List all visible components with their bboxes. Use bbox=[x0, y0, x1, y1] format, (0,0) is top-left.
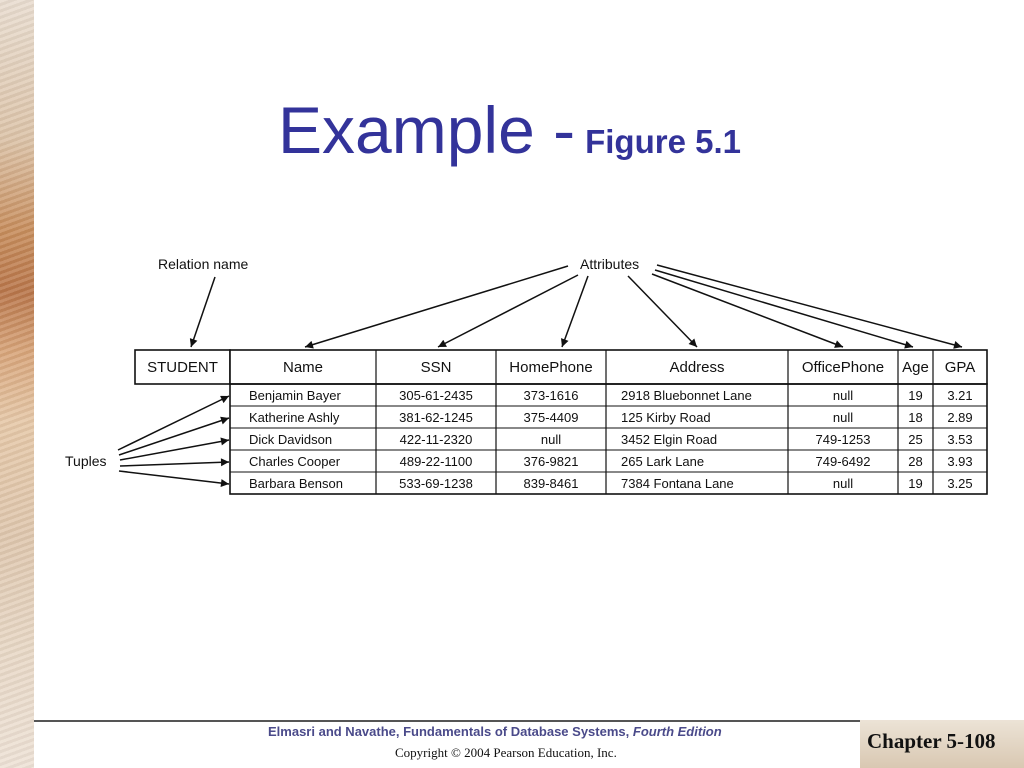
decorative-side-image bbox=[0, 0, 34, 768]
table-row: Dick Davidson 422-11-2320 null 3452 Elgi… bbox=[249, 432, 973, 447]
column-header-homephone: HomePhone bbox=[509, 359, 592, 376]
chapter-badge: Chapter 5-108 bbox=[860, 720, 1024, 768]
cell-gpa: 3.25 bbox=[947, 476, 972, 491]
cell-officephone: null bbox=[833, 388, 853, 403]
cell-age: 25 bbox=[908, 432, 922, 447]
cell-address: 2918 Bluebonnet Lane bbox=[621, 388, 752, 403]
cell-officephone: null bbox=[833, 476, 853, 491]
tuple-arrows bbox=[117, 395, 230, 488]
cell-officephone: 749-6492 bbox=[816, 454, 871, 469]
cell-homephone: 375-4409 bbox=[524, 410, 579, 425]
slide-title-figure: Figure 5.1 bbox=[585, 123, 741, 160]
cell-address: 265 Lark Lane bbox=[621, 454, 704, 469]
cell-ssn: 305-61-2435 bbox=[399, 388, 473, 403]
cell-name: Katherine Ashly bbox=[249, 410, 340, 425]
footer-book-title: Elmasri and Navathe, Fundamentals of Dat… bbox=[268, 724, 630, 739]
table-header-row: Name SSN HomePhone Address OfficePhone A… bbox=[229, 349, 988, 385]
cell-address: 125 Kirby Road bbox=[621, 410, 711, 425]
cell-ssn: 422-11-2320 bbox=[400, 432, 473, 447]
cell-name: Dick Davidson bbox=[249, 432, 332, 447]
cell-gpa: 2.89 bbox=[947, 410, 972, 425]
cell-gpa: 3.53 bbox=[947, 432, 972, 447]
cell-age: 28 bbox=[908, 454, 922, 469]
cell-name: Barbara Benson bbox=[249, 476, 343, 491]
column-header-gpa: GPA bbox=[945, 359, 976, 376]
cell-officephone: 749-1253 bbox=[816, 432, 871, 447]
cell-ssn: 489-22-1100 bbox=[400, 454, 473, 469]
table-row: Katherine Ashly 381-62-1245 375-4409 125… bbox=[249, 410, 973, 425]
relation-name-cell: STUDENT bbox=[147, 359, 218, 376]
footer-copyright: Copyright © 2004 Pearson Education, Inc. bbox=[395, 745, 617, 760]
attribute-arrows bbox=[304, 264, 963, 349]
cell-officephone: null bbox=[833, 410, 853, 425]
footer-edition: Fourth Edition bbox=[632, 724, 722, 739]
relation-name-label: Relation name bbox=[158, 256, 248, 272]
cell-homephone: 839-8461 bbox=[524, 476, 579, 491]
cell-address: 3452 Elgin Road bbox=[621, 432, 717, 447]
tuples-label: Tuples bbox=[65, 453, 107, 469]
column-header-age: Age bbox=[902, 359, 929, 376]
relation-name-arrow bbox=[189, 276, 216, 348]
cell-address: 7384 Fontana Lane bbox=[621, 476, 734, 491]
column-header-officephone: OfficePhone bbox=[802, 359, 884, 376]
cell-name: Charles Cooper bbox=[249, 454, 341, 469]
cell-homephone: 373-1616 bbox=[524, 388, 579, 403]
table-body-grid bbox=[229, 383, 988, 495]
table-row: Benjamin Bayer 305-61-2435 373-1616 2918… bbox=[249, 388, 973, 403]
relation-name-box bbox=[134, 349, 231, 385]
cell-gpa: 3.21 bbox=[947, 388, 972, 403]
footer-book-credit: Elmasri and Navathe, Fundamentals of Dat… bbox=[268, 724, 722, 739]
cell-ssn: 533-69-1238 bbox=[399, 476, 473, 491]
column-header-address: Address bbox=[669, 359, 724, 376]
cell-age: 19 bbox=[908, 476, 922, 491]
slide-title-main: Example - bbox=[278, 93, 576, 167]
cell-homephone: 376-9821 bbox=[524, 454, 579, 469]
cell-gpa: 3.93 bbox=[947, 454, 972, 469]
cell-age: 19 bbox=[908, 388, 922, 403]
cell-homephone: null bbox=[541, 432, 561, 447]
table-row: Barbara Benson 533-69-1238 839-8461 7384… bbox=[249, 476, 973, 491]
attributes-label: Attributes bbox=[580, 256, 639, 272]
table-row: Charles Cooper 489-22-1100 376-9821 265 … bbox=[249, 454, 973, 469]
footer-divider bbox=[34, 720, 1024, 722]
cell-ssn: 381-62-1245 bbox=[399, 410, 473, 425]
slide-title: Example -Figure 5.1 bbox=[278, 92, 741, 168]
column-header-ssn: SSN bbox=[421, 359, 452, 376]
cell-name: Benjamin Bayer bbox=[249, 388, 341, 403]
chapter-label: Chapter 5-108 bbox=[867, 729, 996, 753]
cell-age: 18 bbox=[908, 410, 922, 425]
column-header-name: Name bbox=[283, 359, 323, 376]
